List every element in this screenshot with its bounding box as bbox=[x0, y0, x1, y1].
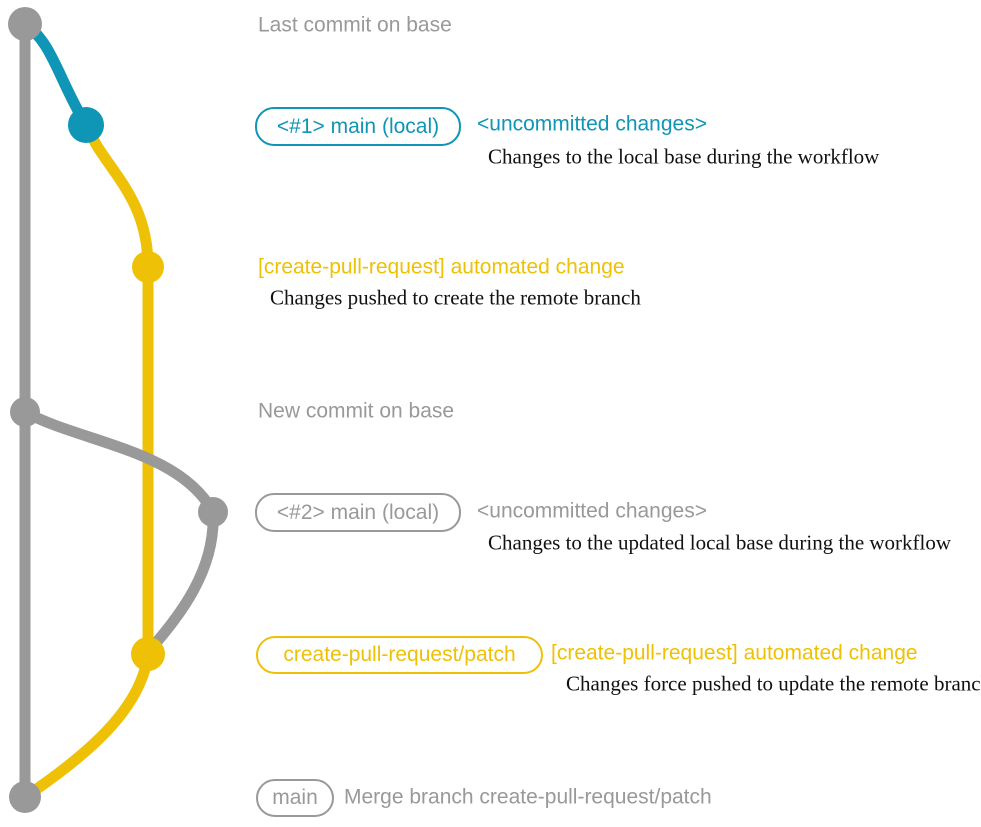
local-main-branch-curve-2 bbox=[19, 406, 219, 518]
commit-message-new-base: New commit on base bbox=[258, 399, 455, 423]
commit-dot-local-main-2 bbox=[198, 497, 228, 527]
commit-dot-merge bbox=[9, 781, 41, 813]
commit-dot-new-base bbox=[10, 397, 40, 427]
branch-tag-main: main bbox=[256, 779, 334, 817]
commit-message-automated-change-2: [create-pull-request] automated change bbox=[551, 641, 918, 665]
branch-tag-main-local-1-label: <#1> main (local) bbox=[276, 114, 440, 138]
commit-message-automated-change-1: [create-pull-request] automated change bbox=[258, 255, 625, 279]
commit-message-uncommitted-1: <uncommitted changes> bbox=[477, 112, 707, 136]
local-main-to-patch-curve bbox=[144, 506, 219, 656]
patch-branch-merge-curve bbox=[19, 648, 154, 803]
branch-tag-patch-label: create-pull-request/patch bbox=[283, 643, 516, 666]
note-updated-local-base-changes: Changes to the updated local base during… bbox=[488, 530, 952, 555]
commit-message-uncommitted-2: <uncommitted changes> bbox=[477, 499, 707, 523]
commit-message-merge: Merge branch create-pull-request/patch bbox=[344, 785, 712, 809]
note-local-base-changes-1: Changes to the local base during the wor… bbox=[488, 144, 880, 169]
note-pushed-create-remote: Changes pushed to create the remote bran… bbox=[270, 285, 641, 310]
commit-dot-last-base bbox=[8, 7, 42, 41]
branch-tag-main-local-2: <#2> main (local) bbox=[255, 493, 461, 532]
branch-tag-main-local-1: <#1> main (local) bbox=[255, 107, 461, 146]
commit-dot-patch-2 bbox=[131, 637, 165, 671]
commit-dot-local-main-1 bbox=[68, 107, 104, 143]
note-force-pushed-update-remote: Changes force pushed to update the remot… bbox=[566, 671, 981, 696]
branch-tag-patch: create-pull-request/patch bbox=[256, 636, 543, 674]
branch-tag-main-local-2-label: <#2> main (local) bbox=[276, 500, 440, 524]
branch-tag-main-label: main bbox=[272, 786, 318, 809]
commit-message-last-base: Last commit on base bbox=[258, 13, 452, 37]
commit-dot-patch-1 bbox=[132, 251, 164, 283]
patch-branch-curve-top bbox=[80, 119, 154, 273]
